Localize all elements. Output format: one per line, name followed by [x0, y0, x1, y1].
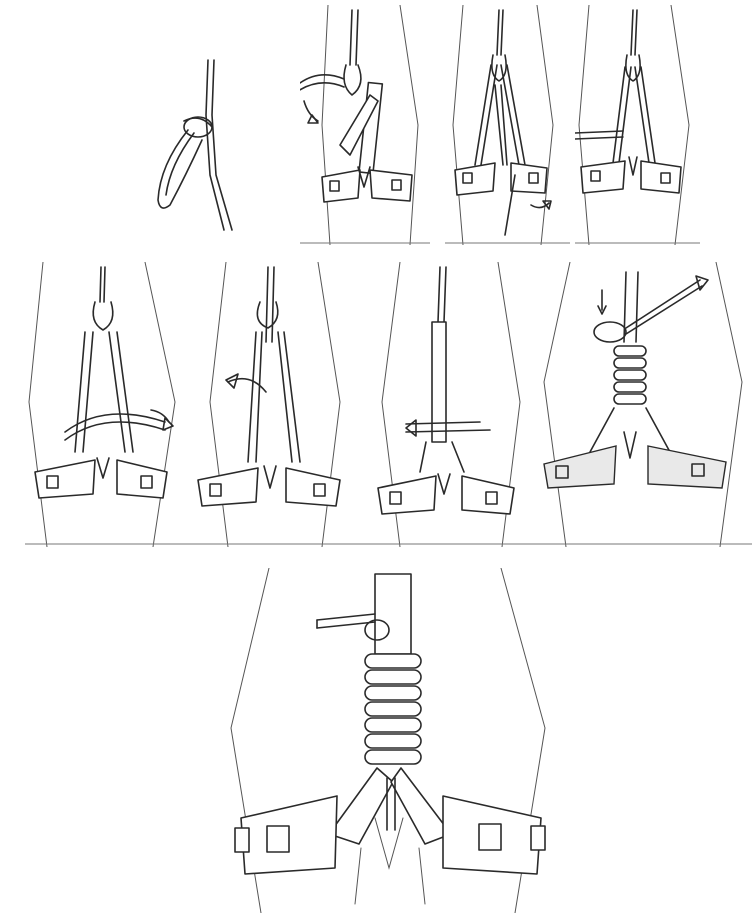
panel-step-5 [25, 262, 195, 547]
harness-sketch [445, 5, 570, 245]
panel-step-9-final [225, 568, 555, 913]
panel-step-8 [530, 262, 752, 547]
harness-sketch-final [225, 568, 555, 913]
panel-step-1-knot-detail [140, 55, 250, 235]
panel-step-3 [445, 5, 570, 245]
harness-sketch [530, 262, 752, 547]
harness-sketch [575, 5, 700, 245]
harness-sketch [190, 262, 370, 547]
rope-coils [614, 346, 646, 404]
panel-step-2 [300, 5, 430, 245]
rope-coils [365, 654, 421, 764]
harness-sketch [300, 5, 430, 245]
panel-step-6 [190, 262, 370, 547]
harness-sketch [370, 262, 530, 547]
harness-sketch [25, 262, 195, 547]
knot-loop-sketch [140, 55, 250, 235]
panel-step-4 [575, 5, 700, 245]
panel-step-7 [370, 262, 530, 547]
